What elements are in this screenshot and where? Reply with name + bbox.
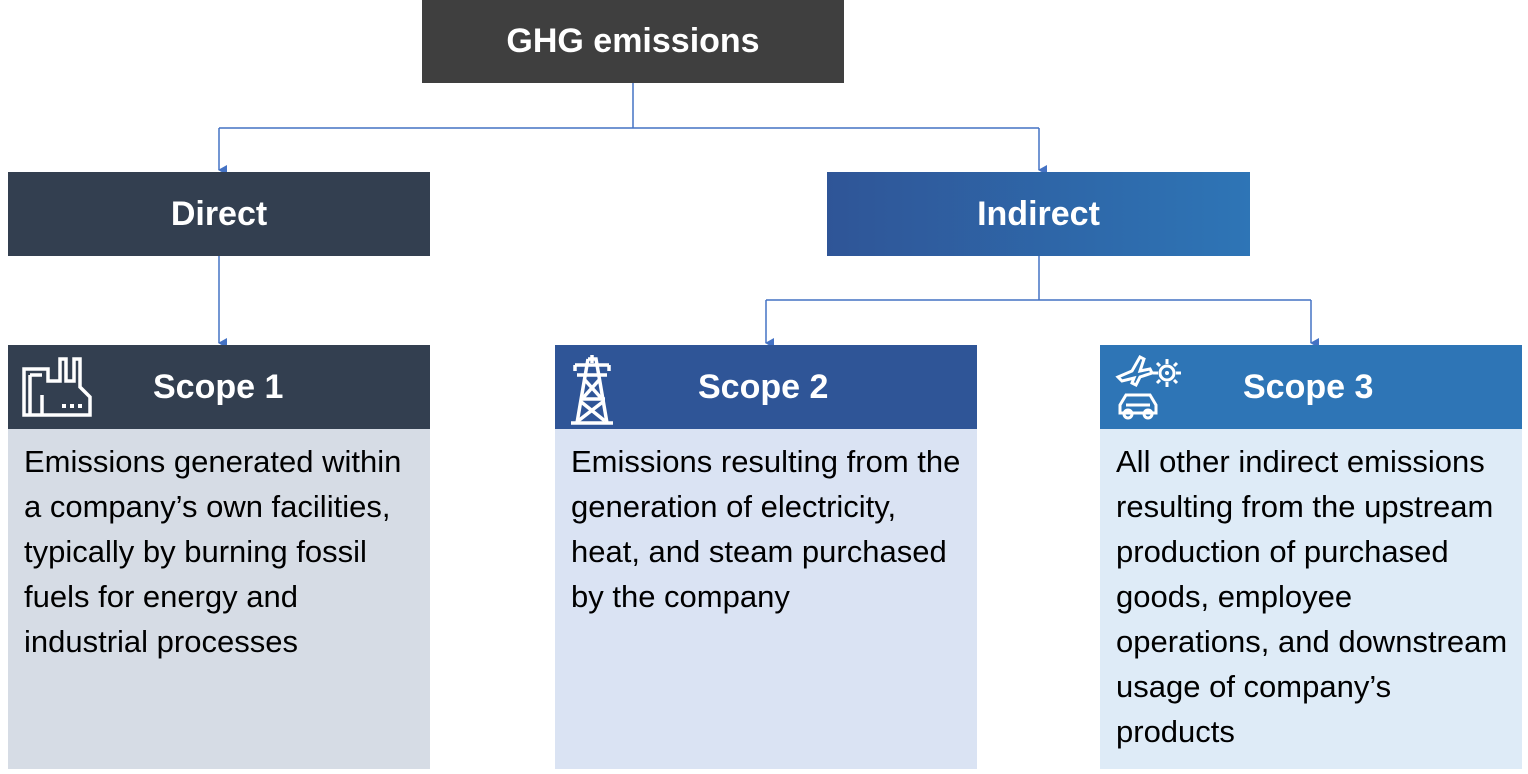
scope1-description: Emissions generated within a company’s o…	[8, 429, 430, 769]
power-tower-icon	[571, 355, 613, 425]
scope3-title: Scope 3	[1243, 367, 1374, 406]
scope2-header: Scope 2	[555, 345, 977, 429]
scope2-description: Emissions resulting from the generation …	[555, 429, 977, 769]
category-indirect-label: Indirect	[977, 194, 1100, 233]
category-direct: Direct	[8, 172, 430, 256]
root-node-ghg-emissions: GHG emissions	[422, 0, 844, 83]
scope2-title: Scope 2	[698, 367, 829, 406]
scope1-header: Scope 1	[8, 345, 430, 429]
transport-icon	[1115, 355, 1181, 420]
category-indirect: Indirect	[827, 172, 1250, 256]
category-direct-label: Direct	[170, 194, 268, 233]
scope1-title: Scope 1	[153, 367, 284, 406]
scope3-header: Scope 3	[1100, 345, 1522, 429]
factory-icon	[22, 357, 92, 417]
root-node-label: GHG emissions	[506, 22, 760, 60]
scope3-description: All other indirect emissions resulting f…	[1100, 429, 1522, 769]
